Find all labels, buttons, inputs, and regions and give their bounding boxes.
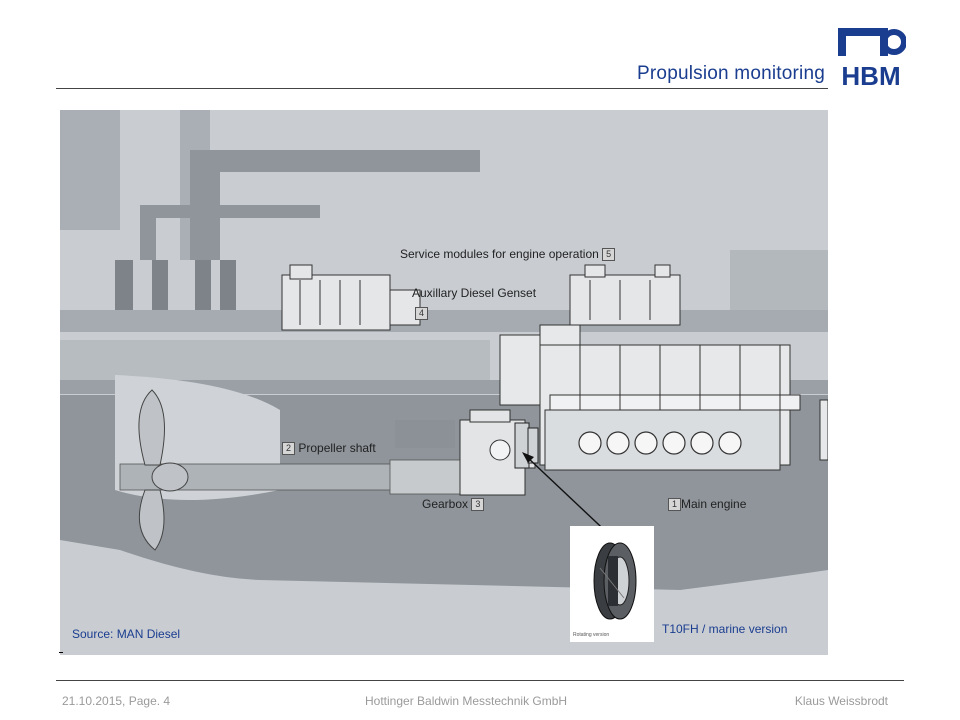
- engine-room-diagram: Service modules for engine operation 5 A…: [60, 110, 828, 655]
- main-engine-number: 1: [668, 498, 681, 512]
- service-modules-number: 5: [602, 248, 616, 262]
- sensor-model-label: T10FH / marine version: [662, 622, 788, 636]
- page-title: Propulsion monitoring: [637, 63, 825, 84]
- ship-cross-section: [60, 110, 828, 655]
- source-credit: Source: MAN Diesel: [72, 627, 181, 641]
- header-divider: [56, 88, 828, 89]
- hbm-logo: HBM: [838, 28, 906, 90]
- torque-sensor-photo: Rotating version: [570, 526, 654, 642]
- footer-author: Klaus Weissbrodt: [794, 694, 888, 708]
- aux-genset-label: Auxillary Diesel Genset: [412, 286, 537, 300]
- sensor-caption: Rotating version: [573, 632, 610, 638]
- aux-genset-number-label: 4: [415, 306, 428, 321]
- footer-divider: [56, 680, 904, 681]
- torque-flange-icon: [593, 542, 637, 620]
- gearbox-label: Gearbox 3: [422, 497, 485, 512]
- propeller-shaft-label: 2 Propeller shaft: [282, 441, 376, 456]
- service-modules-label: Service modules for engine operation 5: [400, 247, 616, 262]
- footer-date-page: 21.10.2015, Page. 4: [62, 694, 171, 708]
- propeller-shaft-number: 2: [282, 442, 295, 456]
- gearbox-number: 3: [471, 498, 485, 512]
- footer-company: Hottinger Baldwin Messtechnik GmbH: [365, 694, 568, 708]
- logo-text: HBM: [841, 61, 900, 90]
- aux-genset-number: 4: [415, 307, 428, 321]
- slide-marker: [59, 652, 63, 653]
